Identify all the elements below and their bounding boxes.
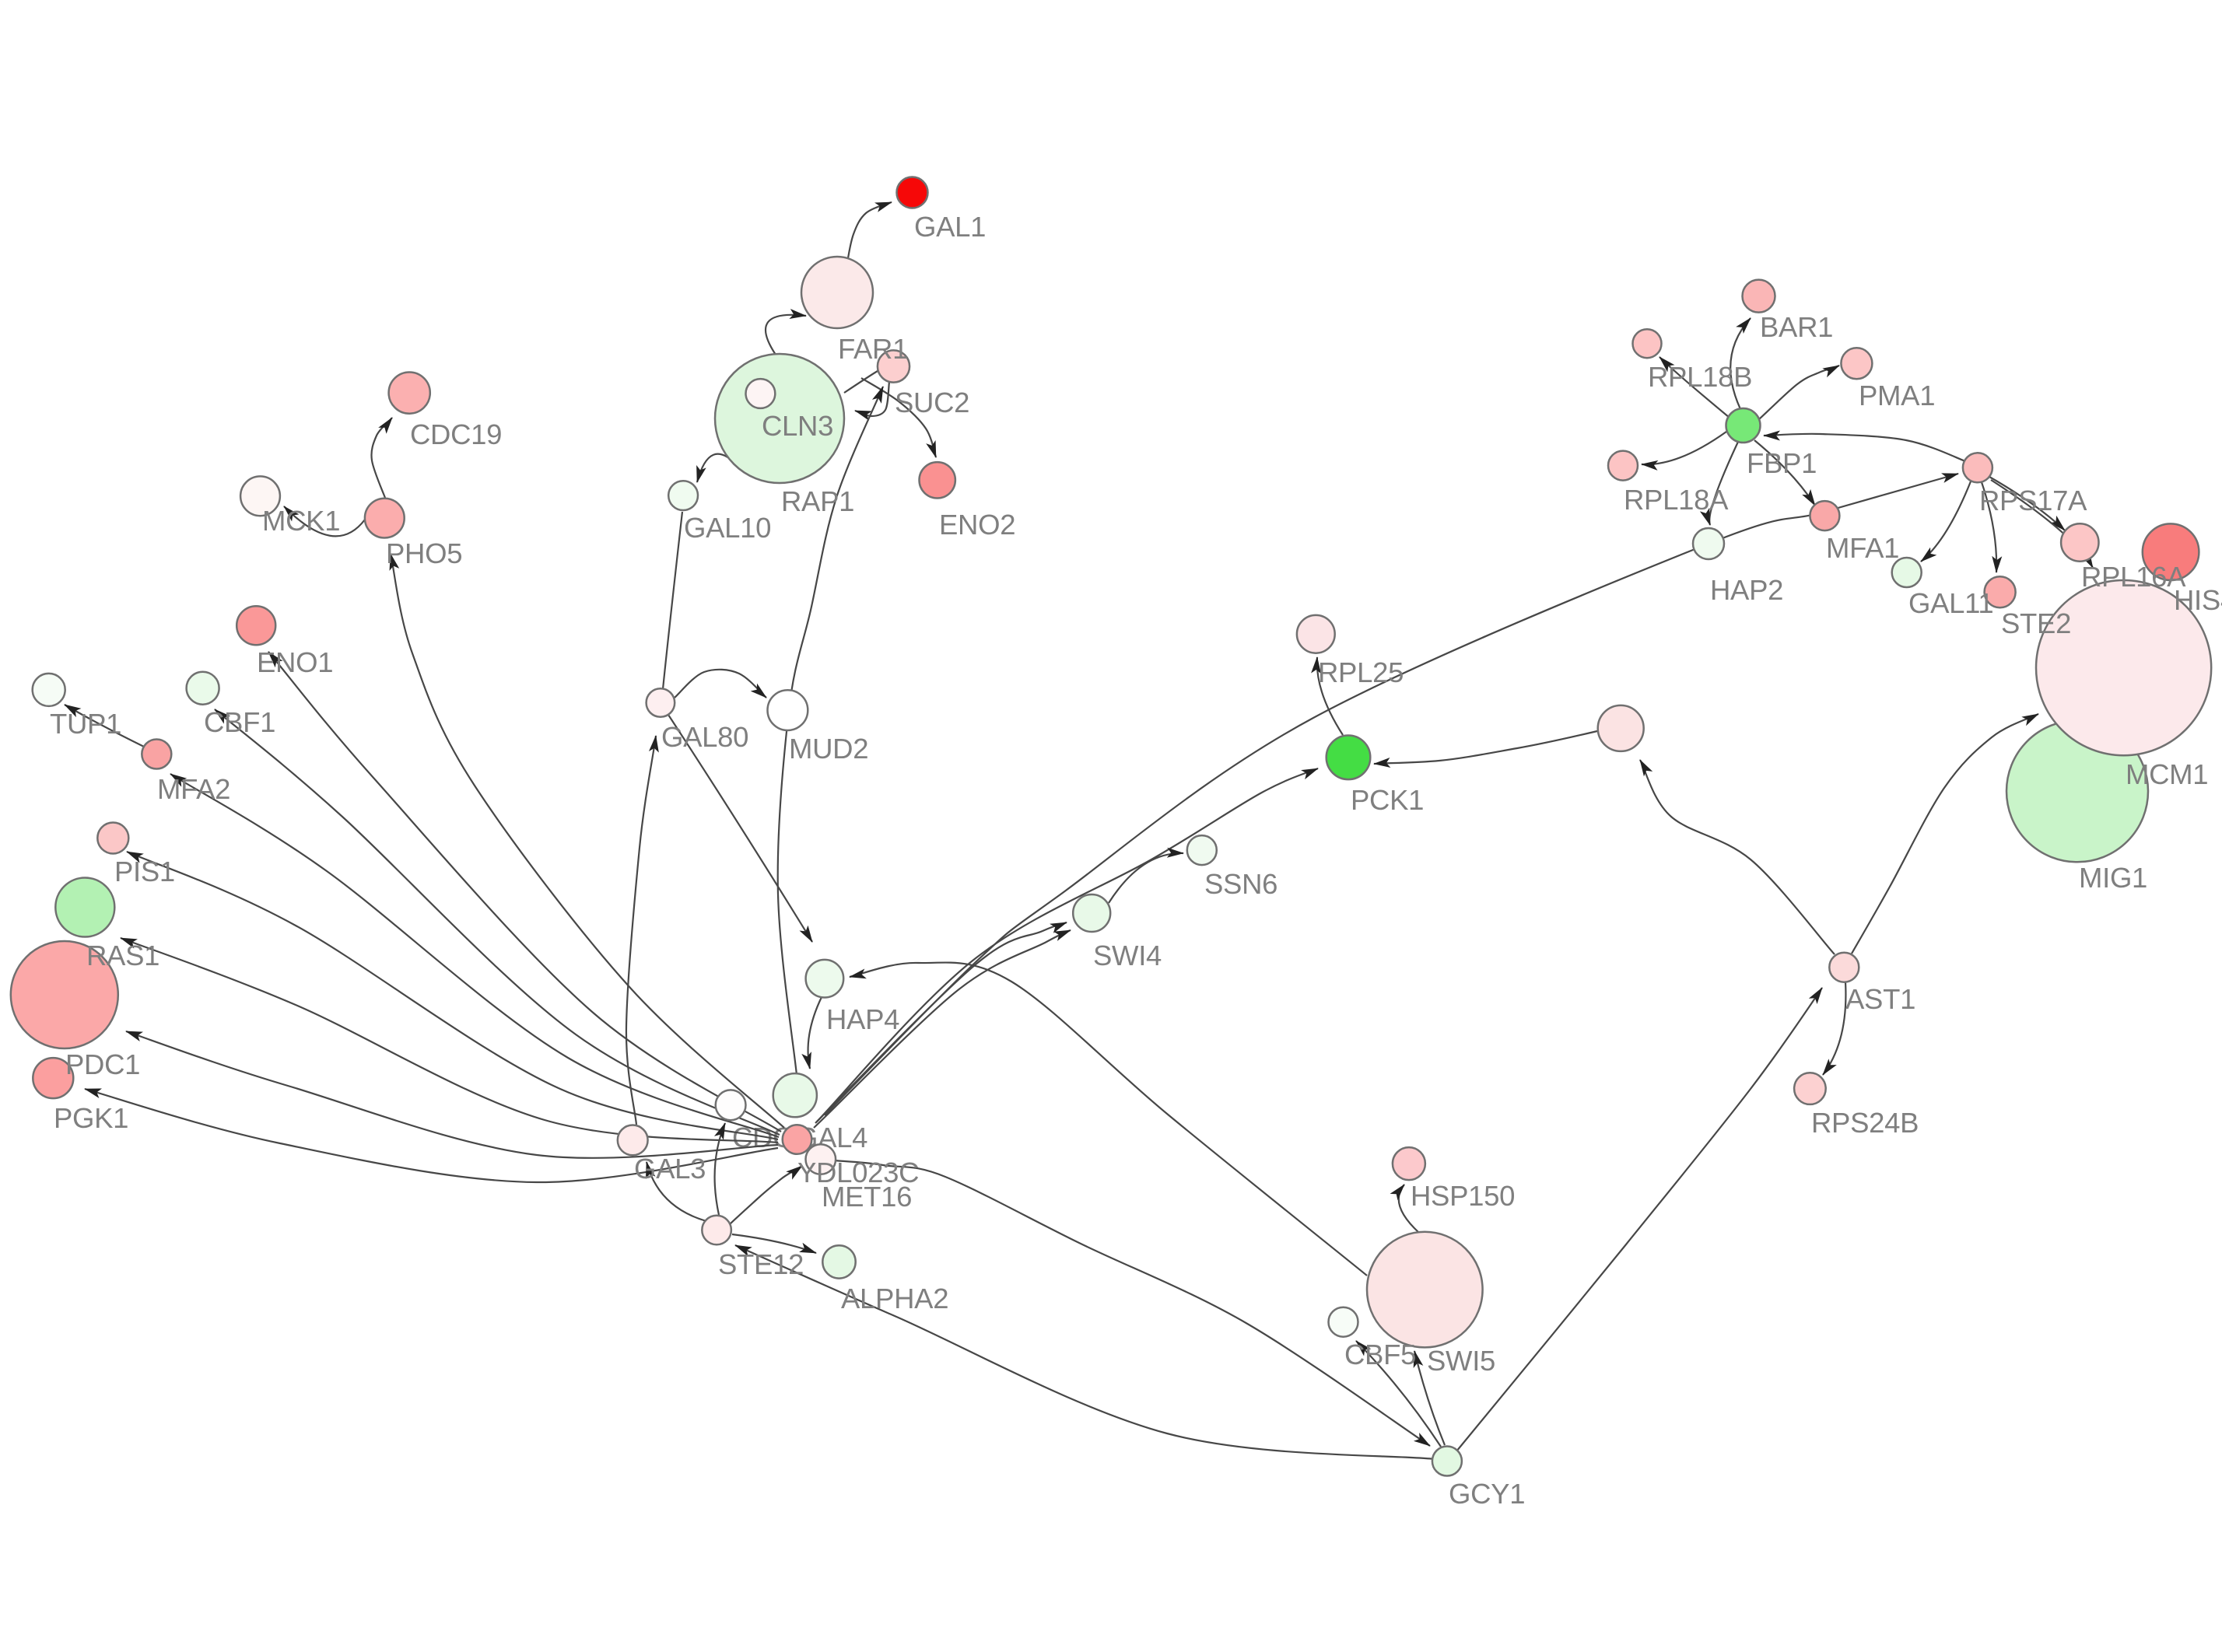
svg-text:CDC19: CDC19 [410,418,502,450]
svg-text:GAL3: GAL3 [634,1153,706,1185]
svg-text:CBF1: CBF1 [204,706,275,738]
svg-text:TUP1: TUP1 [50,708,121,740]
svg-text:MET16: MET16 [822,1181,912,1213]
svg-text:YDL023C: YDL023C [797,1157,919,1188]
svg-text:GAL80: GAL80 [661,721,748,753]
svg-text:GAL10: GAL10 [684,512,771,544]
svg-text:STE12: STE12 [718,1248,804,1280]
svg-text:PDC1: PDC1 [65,1048,140,1080]
svg-text:CLN3: CLN3 [762,410,833,442]
svg-text:GCY1: GCY1 [1449,1478,1525,1510]
svg-text:SWI5: SWI5 [1427,1345,1495,1377]
svg-text:RPL25: RPL25 [1318,656,1404,688]
svg-text:FBP1: FBP1 [1747,447,1817,479]
svg-text:RPL18A: RPL18A [1624,484,1729,516]
svg-text:PMA1: PMA1 [1859,380,1935,411]
svg-text:FAR1: FAR1 [838,333,908,365]
svg-text:HIS4: HIS4 [2174,584,2222,616]
svg-text:MCM1: MCM1 [2126,758,2208,790]
svg-text:MFA2: MFA2 [157,773,230,805]
svg-text:CBF5: CBF5 [1344,1339,1416,1370]
svg-text:ALPHA2: ALPHA2 [841,1283,948,1314]
svg-text:PGK1: PGK1 [54,1102,128,1134]
svg-text:AST1: AST1 [1845,983,1915,1015]
svg-text:BAR1: BAR1 [1760,311,1833,343]
svg-text:SWI4: SWI4 [1093,940,1162,971]
svg-text:MCK1: MCK1 [262,505,340,537]
svg-text:SSN6: SSN6 [1204,868,1277,900]
svg-text:RAS1: RAS1 [86,940,159,971]
svg-text:PHO5: PHO5 [386,537,462,569]
svg-text:MUD2: MUD2 [789,733,868,765]
svg-text:PIS1: PIS1 [114,856,175,887]
svg-text:ENO1: ENO1 [257,646,333,678]
svg-text:STE2: STE2 [2001,607,2071,639]
svg-text:GAL1: GAL1 [914,211,986,243]
svg-text:RPL16A: RPL16A [2081,561,2186,593]
svg-text:RPL18B: RPL18B [1648,361,1752,393]
svg-text:MFA1: MFA1 [1826,532,1899,564]
svg-text:PCK1: PCK1 [1351,784,1424,816]
svg-text:HSP150: HSP150 [1411,1180,1515,1212]
svg-text:RPS24B: RPS24B [1811,1107,1919,1139]
svg-text:RAP1: RAP1 [781,485,854,517]
svg-text:GAL11: GAL11 [1908,587,1993,619]
svg-text:ENO2: ENO2 [939,509,1015,541]
svg-text:HAP2: HAP2 [1710,574,1783,606]
svg-text:SUC2: SUC2 [895,387,969,418]
svg-text:RPS17A: RPS17A [1979,485,2087,516]
svg-text:MIG1: MIG1 [2079,862,2147,894]
svg-text:HAP4: HAP4 [826,1003,899,1035]
